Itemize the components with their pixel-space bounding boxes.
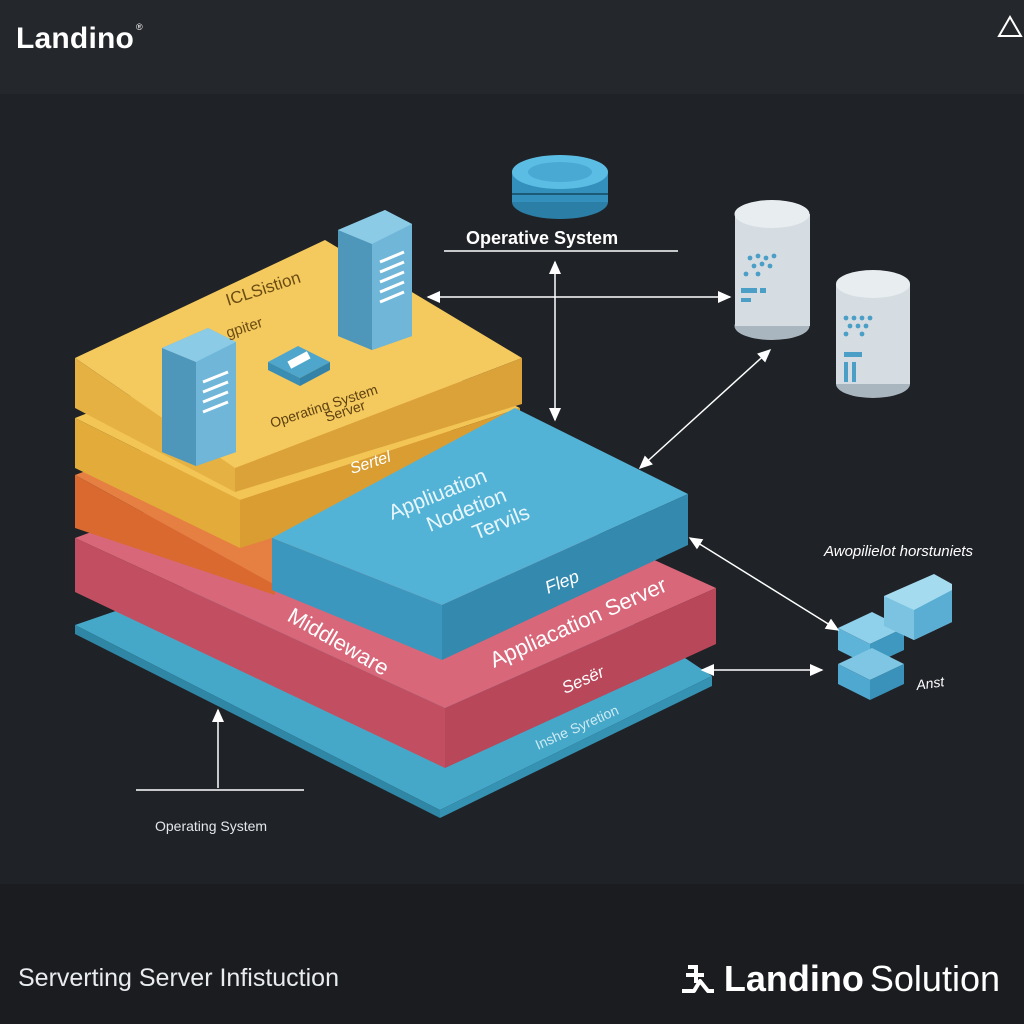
footer-brand-bold: Landino (723, 958, 864, 999)
bottom-label: Operating System (155, 818, 267, 834)
right-label-top: Awopilielot horstuniets (823, 543, 973, 560)
triangle-icon[interactable] (996, 14, 1024, 40)
footer-brand-rest: Solution (869, 958, 1000, 999)
top-label: Operative System (466, 228, 618, 248)
server-tower-front (162, 328, 236, 466)
brand-mark: ® (136, 22, 143, 32)
landino-logo-icon (681, 965, 714, 993)
network-node-icon (268, 346, 330, 386)
storage-cylinder-1 (734, 200, 810, 340)
cube-cluster-icon (838, 574, 952, 700)
storage-cylinder-2 (836, 270, 910, 398)
brand-name: Landino (16, 22, 135, 55)
footer-caption: Serverting Server Infistuction (18, 964, 339, 992)
server-tower-back (338, 210, 412, 350)
header-band (0, 0, 1024, 94)
database-icon (512, 155, 608, 219)
footer-brand: Landino Solution (678, 958, 1000, 1000)
brand-logo: Landino® (16, 22, 143, 56)
connector-arrows (136, 260, 840, 791)
right-label-bottom: Anst (914, 673, 946, 693)
footer-band (0, 884, 1024, 1024)
layer-blue (272, 408, 688, 660)
